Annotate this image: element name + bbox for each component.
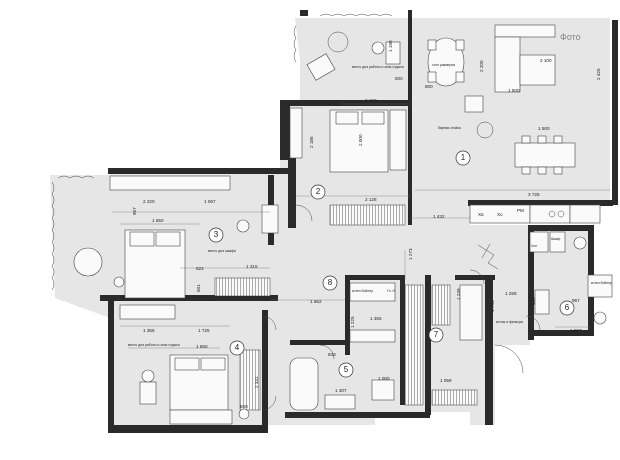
dining-table: [427, 37, 465, 87]
balcony-furniture: место для работы и зона отдыха: [306, 31, 404, 81]
bedroom-2-furniture: [289, 107, 407, 226]
room-4-number: 4: [235, 343, 240, 352]
bedroom-3-furniture: место для шкафа: [73, 175, 279, 299]
dim-22: 501: [196, 284, 201, 292]
dim-17: 957: [132, 207, 137, 215]
dim-3: 2 150: [365, 98, 377, 103]
bathroom-5-furniture: котел бойлер Гл. Н: [289, 282, 396, 411]
dim-39: 1 059: [440, 378, 452, 383]
boiler-5-label: котел бойлер: [352, 289, 373, 293]
dim-19: 2 220: [143, 199, 155, 204]
dim-10: 2 425: [596, 68, 601, 80]
bathroom-zone-label: котлы и фильтры: [496, 320, 524, 324]
walls: [100, 10, 618, 433]
dim-32: 1 307: [335, 388, 347, 393]
dim-8: 2 200: [479, 60, 484, 72]
dim-23: 1 725: [198, 328, 210, 333]
work-zone-top-label: место для работы и зона отдыха: [352, 65, 404, 69]
dim-33: 1 000: [378, 376, 390, 381]
sofa-side: [494, 36, 521, 93]
coffee-table: [519, 54, 556, 86]
dim-37: 1 657: [570, 328, 582, 333]
balcony-railing-left: [51, 175, 95, 291]
room-5-number: 5: [344, 365, 349, 374]
closet-zone-label: место для шкафа: [208, 249, 236, 253]
dim-7: 2 100: [540, 58, 552, 63]
wardrobe-4: [239, 349, 261, 411]
dim-35: 1 741: [490, 300, 495, 312]
dim-12: 2 185: [309, 136, 314, 148]
shkaf-label: Шкаф: [551, 237, 561, 241]
room-1-number: 1: [461, 153, 466, 162]
wardrobe-7: [404, 284, 424, 406]
living-furniture: стол размеров барная стойка: [427, 24, 576, 175]
dim-36: 957: [572, 298, 580, 303]
kitchen-counter: Хв Хо РМ: [469, 204, 601, 224]
dim-2: 500: [395, 76, 403, 81]
dim-5: 1 500: [538, 126, 550, 131]
dim-16: 1 067: [204, 199, 216, 204]
xb-label: Хв: [478, 212, 484, 217]
sofa-back: [494, 24, 556, 38]
dim-1: 1 190: [388, 40, 393, 52]
bathroom-6-furniture: котел бойлер Шкаф Хол котлы и фильтры: [496, 231, 613, 325]
room-3-number: 3: [214, 230, 219, 239]
dim-25: 1 650: [196, 344, 208, 349]
dim-14: 1 432: [433, 214, 445, 219]
room-7-number: 7: [434, 330, 439, 339]
dim-15: 1 273: [408, 248, 413, 260]
work-zone-bottom-label: место для работы и зона отдыха: [128, 343, 180, 347]
dim-38: 1 239: [456, 288, 461, 300]
rm-label: РМ: [517, 208, 524, 213]
dim-9: 3 725: [528, 192, 540, 197]
dim-21: 1 315: [246, 264, 258, 269]
door-swings: [261, 204, 541, 411]
dining-zone-label: барная стойка: [438, 126, 461, 130]
dim-11: 2 000: [358, 134, 363, 146]
room-markers: 1 2 3 4 5 6 7 8: [208, 150, 575, 378]
dim-26: 500: [240, 404, 248, 409]
dim-20: 622: [196, 266, 204, 271]
xol-label: Хол: [531, 244, 537, 248]
room-8-number: 8: [328, 278, 333, 287]
bathtub: [289, 357, 319, 411]
dim-28: 1 562: [310, 299, 322, 304]
dim-34: 1 258: [505, 291, 517, 296]
watermark-label: Фото: [560, 32, 581, 42]
closet-7-furniture: [404, 284, 483, 406]
wardrobe-3: [214, 277, 271, 297]
dim-13: 2 128: [365, 197, 377, 202]
room-6-number: 6: [565, 303, 570, 312]
dim-31: 1 356: [370, 316, 382, 321]
dim-29: 833: [328, 352, 336, 357]
xo-label: Хо: [497, 212, 503, 217]
dimension-lines: [112, 103, 610, 349]
dim-24: 1 356: [143, 328, 155, 333]
dim-30: 1 225: [350, 316, 355, 328]
corridor-decor: [477, 243, 499, 270]
dim-40: 480: [531, 297, 536, 305]
dim-27: 2 331: [254, 376, 259, 388]
boiler-6-label: котел бойлер: [591, 281, 612, 285]
dim-4: 800: [425, 84, 433, 89]
wardrobe-2: [329, 204, 406, 226]
bedroom-4-furniture: место для работы и зона отдыха: [119, 304, 261, 425]
dimension-texts: 1 190 500 2 150 800 1 500 1 500 2 100 2 …: [132, 40, 601, 409]
dim-6: 1 500: [508, 88, 520, 93]
gm-label: Гл. Н: [387, 289, 396, 293]
long-table: [514, 142, 576, 168]
room-2-number: 2: [316, 187, 321, 196]
stol-label: стол размеров: [432, 63, 455, 67]
dim-18: 1 650: [152, 218, 164, 223]
